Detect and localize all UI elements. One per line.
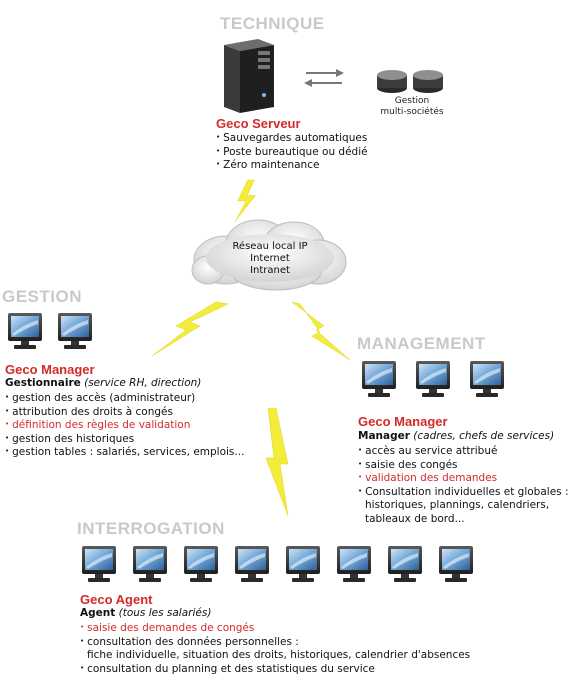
server-icon (218, 37, 278, 115)
management-feature-item: validation des demandes (358, 471, 569, 485)
computer-monitor-icon (468, 360, 506, 400)
gestion-product-title: Geco Manager (5, 362, 95, 377)
management-feature-item: historiques, plannings, calendriers, (365, 499, 550, 511)
computer-monitor-icon (437, 545, 475, 585)
server-feature-item: Poste bureautique ou dédié (216, 145, 367, 159)
agent-role: Agent (tous les salariés) (80, 607, 211, 619)
server-feature-item: Zéro maintenance (216, 158, 368, 172)
agent-feature-item: saisie des demandes de congés (80, 621, 470, 635)
computer-monitor-icon (6, 312, 44, 352)
section-title-management: MANAGEMENT (357, 334, 486, 353)
management-feature-item: saisie des congés (358, 458, 569, 472)
agent-feature-item: fiche individuelle, situation des droits… (87, 649, 471, 661)
database-icon (375, 68, 445, 94)
network-line1: Réseau local IP (232, 241, 308, 252)
agent-feature-list: saisie des demandes de congésconsultatio… (80, 621, 470, 675)
section-title-interrogation: INTERROGATION (77, 519, 225, 538)
gestion-feature-item: définition des règles de validation (5, 418, 244, 432)
gestion-feature-item: gestion tables : salariés, services, emp… (5, 445, 244, 459)
gestion-role: Gestionnaire (service RH, direction) (5, 377, 201, 389)
multi-company-label-line1: Gestion (394, 96, 430, 106)
gestion-feature-list: gestion des accès (administrateur)attrib… (5, 391, 244, 459)
computer-monitor-icon (335, 545, 373, 585)
computer-monitor-icon (56, 312, 94, 352)
gestion-role-scope: (service RH, direction) (84, 377, 202, 389)
agent-product-title: Geco Agent (80, 592, 153, 607)
agent-feature-item: consultation des données personnelles : (80, 635, 470, 649)
agent-role-name: Agent (80, 607, 116, 619)
cloud-icon (186, 214, 352, 294)
management-product-title: Geco Manager (358, 414, 448, 429)
network-line3: Intranet (250, 265, 290, 276)
management-feature-list: accès au service attribuésaisie des cong… (358, 444, 569, 525)
computer-monitor-icon (414, 360, 452, 400)
gestion-feature-item: gestion des accès (administrateur) (5, 391, 244, 405)
gestion-feature-item: attribution des droits à congés (5, 405, 244, 419)
computer-monitor-icon (386, 545, 424, 585)
lightning-bolt-icon (290, 300, 352, 362)
computer-monitor-icon (80, 545, 118, 585)
computer-monitor-icon (360, 360, 398, 400)
network-line2: Internet (250, 253, 290, 264)
agent-role-scope: (tous les salariés) (118, 607, 212, 619)
management-feature-item: Consultation individuelles et globales : (358, 485, 568, 499)
agent-feature-item: consultation du planning et des statisti… (80, 662, 470, 676)
management-role-name: Manager (358, 430, 410, 442)
management-feature-item: tableaux de bord... (365, 512, 465, 525)
computer-monitor-icon (131, 545, 169, 585)
server-feature-item: Sauvegardes automatiques (216, 131, 368, 145)
multi-company-label-line2: multi-sociétés (380, 107, 444, 117)
computer-monitor-icon (182, 545, 220, 585)
server-title: Geco Serveur (216, 116, 301, 131)
lightning-bolt-icon (150, 300, 230, 360)
section-title-gestion: GESTION (2, 287, 83, 306)
computer-monitor-icon (284, 545, 322, 585)
gestion-role-name: Gestionnaire (5, 377, 81, 389)
management-role-scope: (cadres, chefs de services) (413, 430, 555, 442)
multi-company-label: Gestion multi-sociétés (372, 96, 452, 118)
sync-arrows-icon (302, 66, 346, 90)
section-title-technique: TECHNIQUE (220, 14, 325, 33)
server-feature-list: Sauvegardes automatiquesPoste bureautiqu… (216, 131, 368, 172)
management-feature-item: accès au service attribué (358, 444, 569, 458)
lightning-bolt-icon (262, 407, 296, 517)
network-label: Réseau local IP Internet Intranet (210, 241, 330, 277)
computer-monitor-icon (233, 545, 271, 585)
gestion-feature-item: gestion des historiques (5, 432, 244, 446)
management-role: Manager (cadres, chefs de services) (358, 430, 554, 442)
